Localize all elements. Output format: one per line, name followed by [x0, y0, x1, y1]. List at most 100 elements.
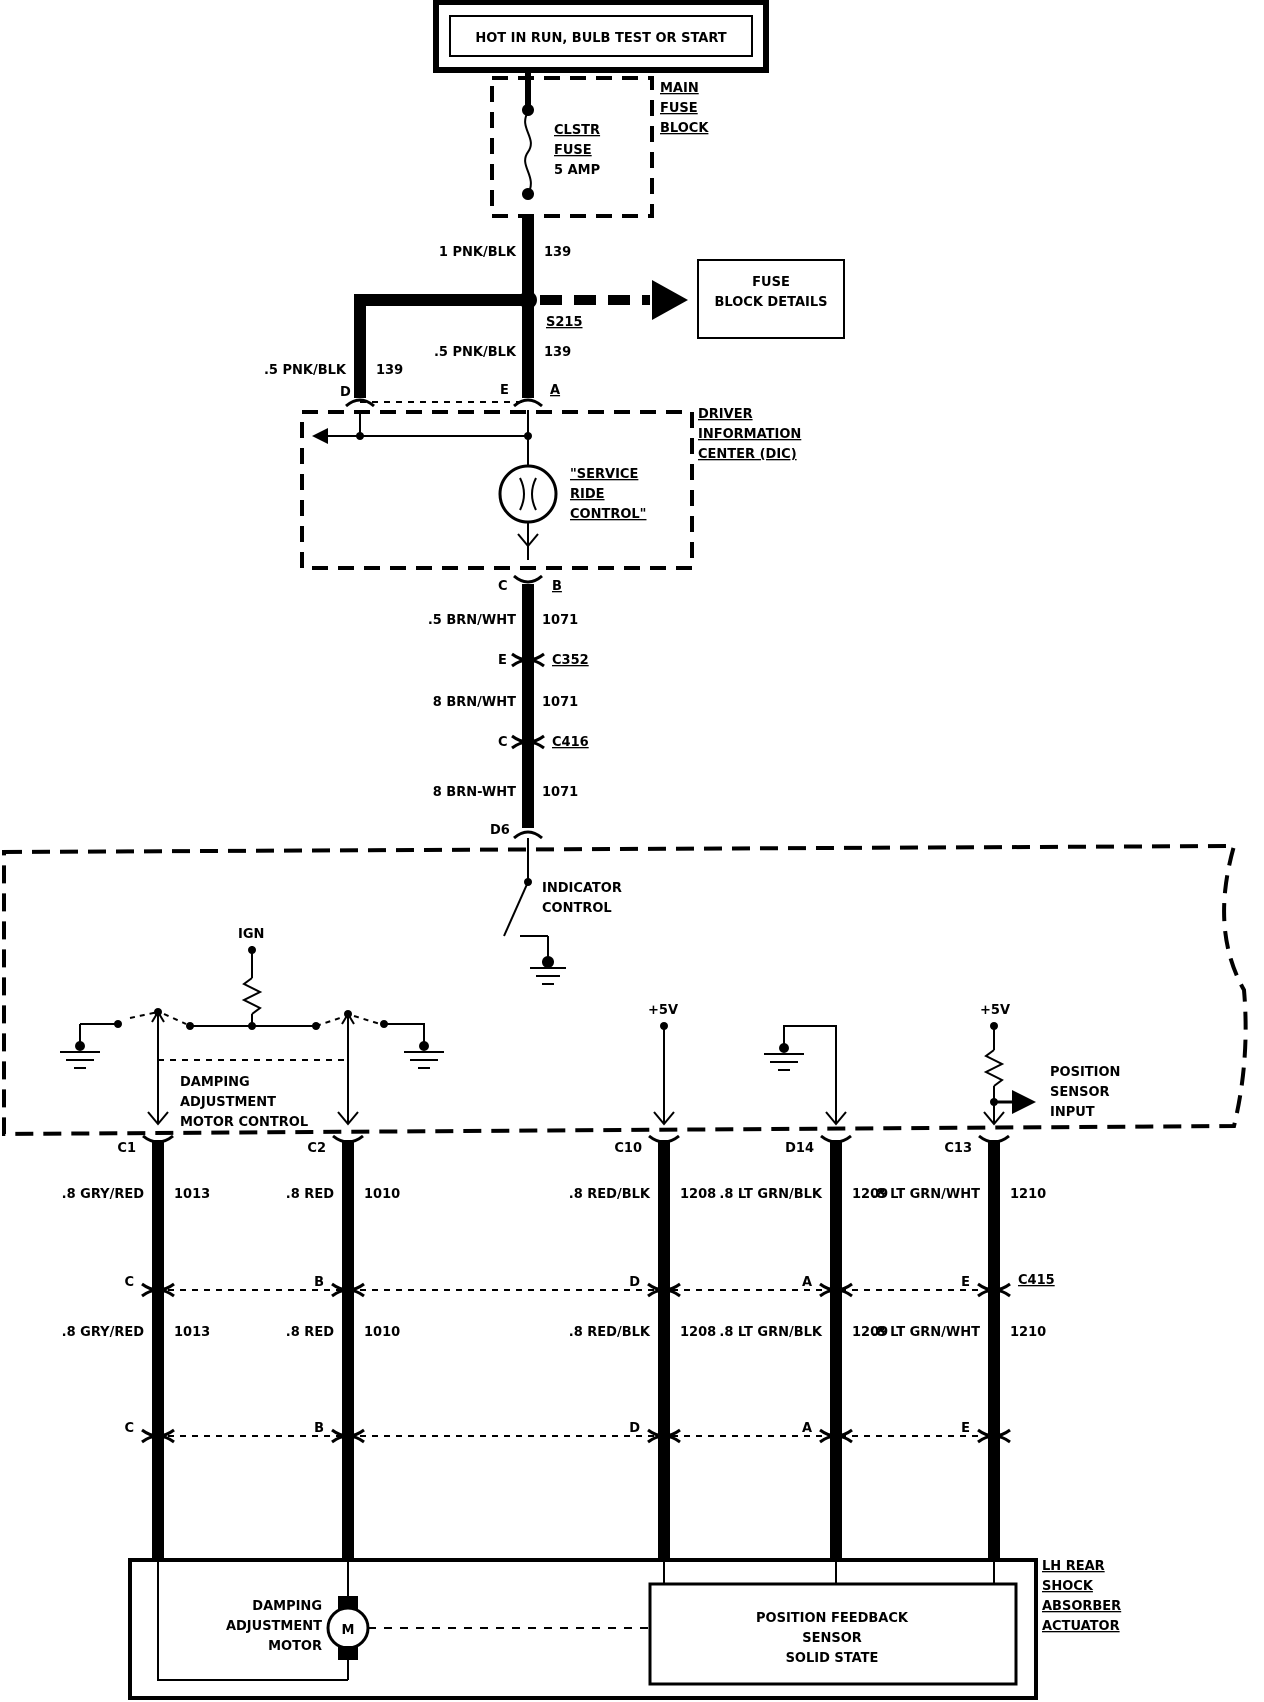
harness-seg3-color: 8 BRN-WHT: [433, 785, 516, 800]
actuator-label-4: ACTUATOR: [1042, 1619, 1120, 1634]
upper-wire-color: .8 LT GRN/WHT: [872, 1187, 981, 1202]
upper-wire-number: 1208: [680, 1187, 716, 1202]
motor-label-2: ADJUSTMENT: [226, 1619, 322, 1634]
module-pin: C10: [614, 1141, 642, 1156]
ign-label: IGN: [238, 927, 264, 942]
lower-wire-number: 1010: [364, 1325, 400, 1340]
harness-seg1-number: 1071: [542, 613, 578, 628]
actuator-pin: B: [314, 1421, 324, 1436]
left-branch-wire-number: 139: [376, 363, 403, 378]
harness-seg3-number: 1071: [542, 785, 578, 800]
plus5v-c13: +5V: [980, 1003, 1010, 1018]
module-pin: C1: [117, 1141, 136, 1156]
indicator-control-1: INDICATOR: [542, 881, 622, 896]
module-connector-cup: [820, 1134, 852, 1144]
actuator-label-2: SHOCK: [1042, 1579, 1094, 1594]
indicator-control-2: CONTROL: [542, 901, 612, 916]
inline-connector: [819, 1428, 853, 1444]
inline-connector: [141, 1428, 175, 1444]
dic-pin-c: C: [498, 579, 508, 594]
lamp-label-3: CONTROL": [570, 507, 646, 522]
motor-symbol: M: [342, 1623, 355, 1638]
actuator-label-3: ABSORBER: [1042, 1599, 1121, 1614]
lower-wire-color: .8 LT GRN/WHT: [872, 1325, 981, 1340]
fuse-name-line1: CLSTR: [554, 123, 600, 138]
damping-control-3: MOTOR CONTROL: [180, 1115, 308, 1130]
lower-wire-number: 1013: [174, 1325, 210, 1340]
dic-label-2: INFORMATION: [698, 427, 801, 442]
actuator-pin: E: [961, 1421, 970, 1436]
upper-wire-color: .8 LT GRN/BLK: [719, 1187, 823, 1202]
dic-pin-e: E: [500, 383, 509, 398]
dic-label-1: DRIVER: [698, 407, 753, 422]
c415-pin: E: [961, 1275, 970, 1290]
lower-wire-number: 1210: [1010, 1325, 1046, 1340]
upper-wire-color: .8 RED: [286, 1187, 334, 1202]
module-connector-cup: [978, 1134, 1010, 1144]
c416-label: C416: [552, 735, 589, 750]
lamp-label-1: "SERVICE: [570, 467, 638, 482]
module-connector-cup: [648, 1134, 680, 1144]
module-connector-cup: [142, 1134, 174, 1144]
lamp-label-2: RIDE: [570, 487, 605, 502]
feed-circuit: 1 PNK/BLK 139 S215 FUSE BLOCK DETAILS .5…: [264, 216, 845, 408]
upper-wire-number: 1013: [174, 1187, 210, 1202]
ground-icon: [60, 1051, 100, 1069]
inline-connector: [141, 1282, 175, 1298]
lh-rear-shock-actuator: LH REAR SHOCK ABSORBER ACTUATOR M DAMPIN…: [128, 1558, 1121, 1700]
main-fuse-block-label-1: MAIN: [660, 81, 699, 96]
fuse-block-details-line2: BLOCK DETAILS: [715, 295, 828, 310]
upper-wire-number: 1209: [852, 1187, 888, 1202]
module-connector-cup: [332, 1134, 364, 1144]
actuator-label-1: LH REAR: [1042, 1559, 1105, 1574]
left-branch-wire-color: .5 PNK/BLK: [264, 363, 347, 378]
main-fuse-block-label-3: BLOCK: [660, 121, 709, 136]
feed-wire-number: 139: [544, 245, 571, 260]
c415-label: C415: [1018, 1273, 1055, 1288]
right-branch-wire-color: .5 PNK/BLK: [434, 345, 517, 360]
indicator-harness: C B .5 BRN/WHT 1071 E C352 8 BRN/WHT 107…: [428, 574, 589, 840]
harness-seg2-color: 8 BRN/WHT: [433, 695, 516, 710]
module-pin: D14: [785, 1141, 814, 1156]
dic-label-3: CENTER (DIC): [698, 447, 797, 462]
lower-wire-number: 1209: [852, 1325, 888, 1340]
feed-wire-color: 1 PNK/BLK: [439, 245, 517, 260]
c352-label: C352: [552, 653, 589, 668]
lower-wire-color: .8 RED: [286, 1325, 334, 1340]
dic-pin-d: D: [340, 385, 351, 400]
motor-label-3: MOTOR: [268, 1639, 322, 1654]
c415-pin: D: [629, 1275, 640, 1290]
right-branch-wire-number: 139: [544, 345, 571, 360]
dic-pin-a: A: [550, 383, 560, 398]
c415-pin: B: [314, 1275, 324, 1290]
motor-label-1: DAMPING: [252, 1599, 322, 1614]
actuator-pin: D: [629, 1421, 640, 1436]
fuse-block-details-line1: FUSE: [752, 275, 790, 290]
dic-pin-b: B: [552, 579, 562, 594]
c352-pin: E: [498, 653, 507, 668]
upper-wire-color: .8 GRY/RED: [62, 1187, 145, 1202]
fuse-rating: 5 AMP: [554, 163, 600, 178]
power-source-title: HOT IN RUN, BULB TEST OR START: [475, 31, 726, 46]
lower-wire-color: .8 RED/BLK: [569, 1325, 651, 1340]
actuator-pin: A: [802, 1421, 812, 1436]
lower-wire-color: .8 GRY/RED: [62, 1325, 145, 1340]
power-source-box: HOT IN RUN, BULB TEST OR START: [433, 0, 769, 73]
ground-icon: [530, 967, 566, 985]
inline-connector: [819, 1282, 853, 1298]
ground-icon: [404, 1051, 444, 1069]
position-input-3: INPUT: [1050, 1105, 1095, 1120]
sensor-label-3: SOLID STATE: [786, 1651, 879, 1666]
fuse-name-line2: FUSE: [554, 143, 592, 158]
module-pin: C2: [307, 1141, 326, 1156]
c415-pin: A: [802, 1275, 812, 1290]
lower-wire-number: 1208: [680, 1325, 716, 1340]
main-fuse-block: CLSTR FUSE 5 AMP MAIN FUSE BLOCK: [490, 70, 709, 218]
ground-icon: [764, 1053, 804, 1071]
harness-seg2-number: 1071: [542, 695, 578, 710]
damping-control-1: DAMPING: [180, 1075, 250, 1090]
upper-wire-color: .8 RED/BLK: [569, 1187, 651, 1202]
fuse-block-details-box[interactable]: [697, 259, 845, 339]
